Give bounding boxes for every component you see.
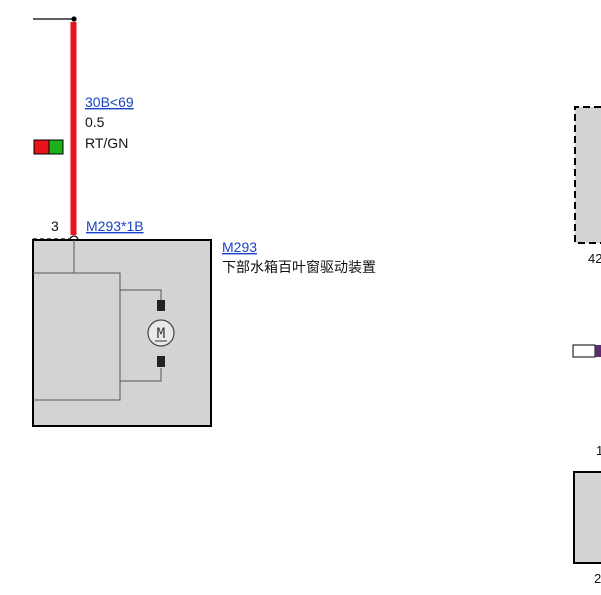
right-wire-marker	[572, 344, 596, 358]
wire-cross-section: 0.5	[85, 114, 105, 130]
wire-color-code: RT/GN	[85, 135, 128, 151]
right-lower-pin-label: 2	[594, 571, 601, 586]
wire-color-swatch	[33, 139, 64, 155]
swatch-red	[33, 139, 50, 155]
wire-red-gn[interactable]	[70, 22, 77, 235]
motor-lead-bottom	[120, 368, 162, 382]
right-upper-pin-label: 42	[588, 251, 601, 266]
component-box[interactable]	[32, 239, 212, 427]
right-wire-marker-stripe	[595, 345, 601, 357]
connector-pin-number: 3	[51, 218, 59, 234]
right-mid-label: 1	[596, 443, 601, 458]
right-dashed-box[interactable]	[574, 106, 601, 244]
component-id-link[interactable]: M293	[222, 239, 257, 255]
motor-lead-top	[120, 289, 162, 300]
motor-brush-bottom	[157, 356, 165, 367]
swatch-green	[48, 139, 64, 155]
component-description: 下部水箱百叶窗驱动装置	[222, 259, 376, 276]
motor-icon	[147, 319, 175, 347]
right-lower-box[interactable]	[573, 471, 601, 564]
connector-pin-link[interactable]: M293*1B	[86, 218, 144, 234]
motor-symbol-label: M	[157, 326, 165, 342]
junction-dot	[71, 16, 77, 22]
motor-brush-top	[157, 300, 165, 311]
component-inner-block	[33, 272, 121, 401]
connector-arc	[69, 235, 79, 241]
wire-circuit-link[interactable]: 30B<69	[85, 94, 134, 110]
